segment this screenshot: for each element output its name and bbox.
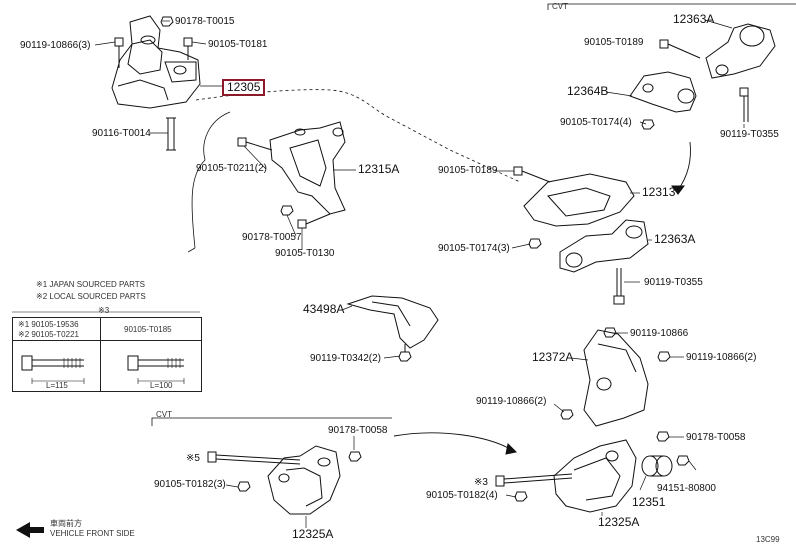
- leader-lines-bottom-left: [225, 436, 355, 528]
- bracket-12313: [523, 173, 635, 227]
- label-12325a-right: 12325A: [598, 515, 640, 529]
- bolt-90119-t0342: [398, 344, 412, 362]
- nut-90178-t0058-right: [656, 431, 670, 442]
- label-90105-t0211-2: 90105-T0211(2): [196, 163, 267, 174]
- label-90105-t0189-top: 90105-T0189: [584, 37, 644, 48]
- mount-12363a-top: [705, 23, 776, 79]
- label-s3-right: ※3: [474, 477, 488, 488]
- label-90119-10866-2-left: 90119-10866(2): [476, 396, 547, 407]
- diagram-code: 13C99: [756, 535, 780, 544]
- label-12325a-left: 12325A: [292, 527, 334, 541]
- label-12363a-top: 12363A: [673, 12, 715, 26]
- stud-90116-t0014: [166, 117, 176, 151]
- bracket-12372a: [583, 329, 649, 427]
- label-12351: 12351: [632, 495, 666, 509]
- bracket-12325a-left: [267, 445, 341, 515]
- bolt-90119-10866-c: [560, 409, 574, 420]
- label-cvt-top: CVT: [552, 2, 568, 11]
- leader-lines-cvt-top: [605, 19, 745, 128]
- table-header: [13, 318, 201, 341]
- bolt-90105-t0182-left: [237, 481, 251, 492]
- table-cell-l115: L=115: [46, 381, 68, 390]
- cover-43498a: [346, 295, 439, 349]
- label-90119-10866-3: 90119-10866(3): [20, 40, 91, 51]
- label-12315a: 12315A: [358, 162, 400, 176]
- bolt-90105-t0130: [297, 213, 331, 229]
- bolt-length-table: [12, 317, 202, 392]
- bolt-s3-right: [495, 473, 573, 487]
- bolt-drawing-l100: [127, 355, 185, 384]
- label-90119-t0342-2: 90119-T0342(2): [310, 353, 381, 364]
- nut-90105-t0174-top: [641, 119, 655, 130]
- label-12305-highlighted[interactable]: 12305: [222, 79, 266, 96]
- label-90105-t0189-mid: 90105-T0189: [438, 165, 498, 176]
- label-90105-t0182-4: 90105-T0182(4): [426, 490, 498, 501]
- bracket-12315a: [269, 121, 346, 215]
- label-94151-80800: 94151-80800: [657, 483, 716, 494]
- label-cvt-bottom: CVT: [156, 410, 172, 419]
- bolt-90119-10866-b: [657, 351, 671, 362]
- engine-mount-12305: [111, 15, 201, 109]
- note-s3: ※3: [98, 306, 110, 315]
- vehicle-front-jp: 車両前方: [50, 519, 82, 528]
- label-12363a-mid: 12363A: [654, 232, 696, 246]
- label-90116-t0014: 90116-T0014: [92, 128, 151, 139]
- label-90105-t0130: 90105-T0130: [275, 248, 335, 259]
- bolt-drawing-l115: [21, 355, 85, 384]
- bolt-90105-t0182-right: [514, 491, 528, 502]
- bolt-90119-10866: [114, 37, 124, 68]
- leader-lines-12315a: [243, 145, 356, 250]
- label-90178-t0015: 90178-T0015: [175, 16, 235, 27]
- label-90105-t0174-3: 90105-T0174(3): [438, 243, 510, 254]
- vehicle-front-arrow-icon: [16, 522, 44, 538]
- label-90119-10866-a: 90119-10866: [630, 328, 689, 339]
- bolt-90119-10866-a: [603, 327, 617, 338]
- leader-lines-bottom-right: [505, 436, 697, 516]
- label-90119-t0355-mid: 90119-T0355: [644, 277, 703, 288]
- label-90119-10866-2-right: 90119-10866(2): [686, 352, 757, 363]
- bolt-s5: [207, 451, 301, 465]
- label-12313: 12313: [642, 185, 676, 199]
- label-43498a: 43498A: [303, 302, 345, 316]
- nut-90105-t0174-mid: [528, 238, 542, 249]
- bracket-12364b: [629, 71, 697, 113]
- bracket-12325a-right: [553, 439, 637, 513]
- nut-90178-t0057: [280, 205, 294, 216]
- label-s5: ※5: [186, 453, 200, 464]
- table-cell-l100: L=100: [150, 381, 173, 390]
- bolt-90105-t0189-top: [659, 39, 701, 59]
- bolt-90105-t0189-mid: [513, 166, 551, 183]
- mount-12363a-mid: [559, 219, 649, 273]
- label-90178-t0058-right: 90178-T0058: [686, 432, 746, 443]
- bolt-90119-t0355-mid: [613, 268, 625, 305]
- label-90105-t0181: 90105-T0181: [208, 39, 268, 50]
- note-japan-sourced: ※1 JAPAN SOURCED PARTS: [36, 280, 145, 289]
- label-90119-t0355-top: 90119-T0355: [720, 129, 779, 140]
- bolt-90105-t0211: [237, 137, 273, 151]
- leader-lines-43498a: [341, 305, 401, 359]
- bushing-12351: [641, 455, 673, 477]
- label-12372a: 12372A: [532, 350, 574, 364]
- leader-lines-cvt-mid: [496, 170, 652, 283]
- bolt-94151-80800: [676, 455, 690, 466]
- leader-lines-top-left: [94, 20, 222, 134]
- nut-90178-t0058-left: [348, 451, 362, 462]
- nut-90178-t0015: [160, 16, 174, 27]
- bolt-90119-t0355-top: [739, 87, 749, 122]
- label-90105-t0182-3: 90105-T0182(3): [154, 479, 226, 490]
- label-12364b: 12364B: [567, 84, 609, 98]
- label-90178-t0058-left: 90178-T0058: [328, 425, 388, 436]
- leader-lines-12372a: [553, 332, 684, 413]
- note-local-sourced: ※2 LOCAL SOURCED PARTS: [36, 292, 146, 301]
- label-90178-t0057: 90178-T0057: [242, 232, 302, 243]
- table-cell-part-t0185: 90105-T0185: [124, 325, 172, 334]
- table-divider: [100, 318, 101, 391]
- label-90105-t0174-4: 90105-T0174(4): [560, 117, 632, 128]
- table-cell-s1-part: ※1 90105-19536: [18, 320, 79, 329]
- vehicle-front-en: VEHICLE FRONT SIDE: [50, 529, 135, 538]
- table-cell-s2-part: ※2 90105-T0221: [18, 330, 79, 339]
